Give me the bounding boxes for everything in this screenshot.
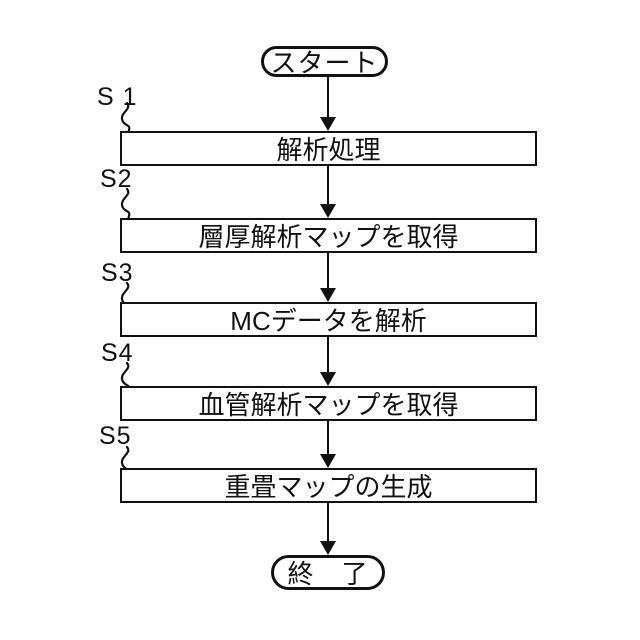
end-label: 終 了 [287, 559, 369, 589]
step-label-s2: S2 [100, 165, 133, 193]
process-box-s1-label: 解析処理 [276, 135, 381, 165]
flow-arrow-s4-to-s5 [320, 421, 336, 468]
process-box-s2-label: 層厚解析マップを取得 [198, 222, 459, 252]
process-box-s5: 重畳マップの生成 [120, 468, 537, 503]
flow-arrow-start-to-s1 [320, 77, 336, 131]
process-box-s1: 解析処理 [120, 131, 537, 166]
step-label-s5: S5 [99, 422, 132, 450]
step-label-s1: S 1 [97, 83, 138, 111]
start-label: スタート [270, 48, 379, 78]
step-label-s3: S3 [101, 259, 134, 287]
process-box-s3: MCデータを解析 [120, 302, 537, 337]
process-box-s3-label: MCデータを解析 [230, 306, 427, 336]
process-box-s2: 層厚解析マップを取得 [120, 218, 537, 253]
step-label-s4: S4 [101, 339, 134, 367]
end-node: 終 了 [271, 555, 385, 590]
process-box-s5-label: 重畳マップの生成 [224, 472, 433, 502]
flow-arrow-s1-to-s2 [320, 166, 336, 218]
flow-arrow-s5-to-end [320, 503, 336, 555]
flow-arrow-s3-to-s4 [320, 337, 336, 386]
process-box-s4: 血管解析マップを取得 [120, 386, 537, 421]
process-box-s4-label: 血管解析マップを取得 [198, 390, 459, 420]
start-node: スタート [261, 46, 388, 78]
flow-arrow-s2-to-s3 [320, 253, 336, 302]
